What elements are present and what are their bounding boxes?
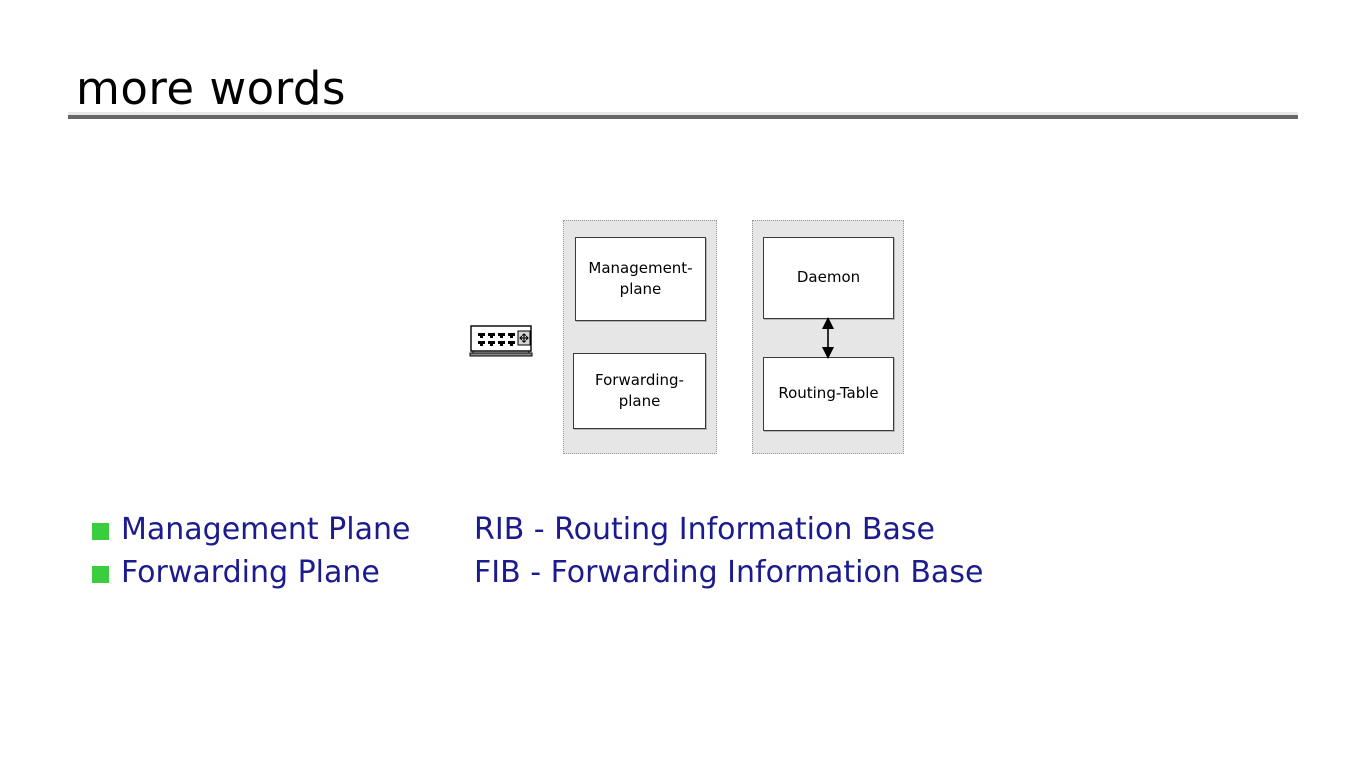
bullet-square-icon xyxy=(92,566,109,583)
expansion-label-fib: FIB - Forwarding Information Base xyxy=(474,554,984,590)
bullet-label-management-plane: Management Plane xyxy=(121,511,411,547)
daemon-box: Daemon xyxy=(763,237,894,319)
expansion-label-rib: RIB - Routing Information Base xyxy=(474,511,935,547)
management-plane-box: Management- plane xyxy=(575,237,706,321)
double-headed-arrow-icon xyxy=(822,317,834,359)
list-item: Forwarding Plane xyxy=(92,551,492,594)
title-divider xyxy=(68,112,1298,119)
title-divider-highlight xyxy=(68,112,1298,115)
page-title: more words xyxy=(76,62,346,115)
list-item: Management Plane xyxy=(92,508,492,551)
acronym-expansion-list: RIB - Routing Information Base FIB - For… xyxy=(474,508,983,594)
list-item: FIB - Forwarding Information Base xyxy=(474,551,983,594)
planes-group-container xyxy=(563,220,717,454)
forwarding-plane-label-line2: plane xyxy=(618,392,661,410)
router-device-icon xyxy=(469,325,533,357)
forwarding-plane-box: Forwarding- plane xyxy=(573,353,706,429)
bullet-label-forwarding-plane: Forwarding Plane xyxy=(121,554,380,590)
plane-bullet-list: Management Plane Forwarding Plane xyxy=(92,508,492,594)
list-item: RIB - Routing Information Base xyxy=(474,508,983,551)
forwarding-plane-label-line1: Forwarding- xyxy=(595,370,684,389)
management-plane-label-line1: Management- xyxy=(588,258,693,277)
bullet-square-icon xyxy=(92,523,109,540)
routing-table-box: Routing-Table xyxy=(763,357,894,431)
control-group-container xyxy=(752,220,904,454)
management-plane-label-line2: plane xyxy=(619,280,662,298)
management-plane-label: Management- plane xyxy=(588,258,692,301)
title-divider-line xyxy=(68,115,1298,119)
forwarding-plane-label: Forwarding- plane xyxy=(595,370,684,413)
